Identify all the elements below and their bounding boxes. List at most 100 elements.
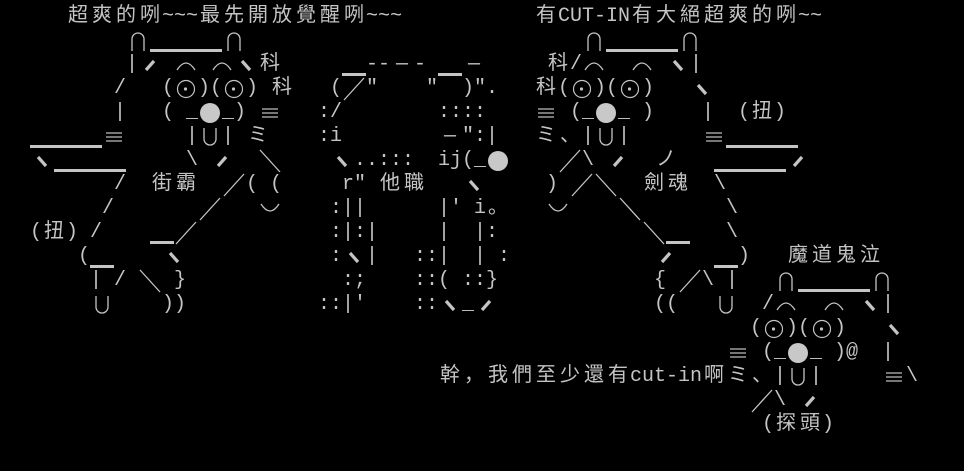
whisker-lines-icon: [102, 125, 126, 149]
underscore-bar: [714, 245, 738, 269]
art-glyph: ): [174, 293, 187, 316]
cup-shape-icon: [198, 125, 222, 149]
underscore-bar: [606, 29, 630, 53]
art-glyph: ): [834, 341, 847, 364]
ear-arch-icon: [774, 269, 798, 293]
art-glyph: :: [342, 269, 355, 292]
art-glyph: 街: [152, 173, 172, 196]
ear-arch-icon: [870, 269, 894, 293]
art-row: ||ミ:i—":|ミ、||: [0, 125, 964, 149]
art-glyph: (: [762, 413, 775, 436]
art-glyph: -: [594, 5, 607, 28]
art-glyph: ": [462, 125, 475, 148]
art-glyph: |: [366, 221, 379, 244]
ear-arch-icon: [222, 29, 246, 53]
art-glyph: 咧: [776, 5, 796, 28]
art-glyph: 扭: [752, 101, 772, 124]
art-glyph: (: [738, 101, 751, 124]
art-glyph: ~: [186, 5, 199, 28]
smile-arc-icon: [546, 197, 570, 221]
art-glyph: 醒: [320, 5, 340, 28]
tick-rising-mark: [474, 293, 498, 317]
art-glyph: r: [342, 173, 355, 196]
art-glyph: :: [426, 269, 439, 292]
nose-circle-icon: [198, 101, 222, 125]
art-glyph: |: [618, 125, 631, 148]
art-glyph: 探: [776, 413, 796, 436]
slash-line: [198, 197, 222, 221]
art-glyph: T: [582, 5, 595, 28]
whisker-lines-icon: [726, 341, 750, 365]
art-glyph: —: [467, 53, 480, 76]
art-glyph: ): [198, 77, 211, 100]
art-glyph: ): [162, 293, 175, 316]
tick-falling-mark: [30, 149, 54, 173]
art-glyph: 頭: [800, 413, 820, 436]
tick-falling-mark: [882, 317, 906, 341]
art-glyph: |: [90, 269, 103, 292]
art-glyph: (: [438, 269, 451, 292]
art-glyph: 。: [488, 197, 508, 220]
art-row: (扭)/:|:|||:\: [0, 221, 964, 245]
underscore-bar: [438, 53, 462, 77]
art-glyph: 我: [488, 365, 508, 388]
art-glyph: 、: [560, 125, 580, 148]
art-glyph: :: [330, 197, 343, 220]
art-row: |/}:;::(::}{\|: [0, 269, 964, 293]
art-glyph: i: [330, 125, 343, 148]
art-glyph: 科: [536, 77, 556, 100]
art-glyph: 爽: [92, 5, 112, 28]
eye-icon: [222, 77, 246, 101]
tick-falling-mark: [858, 293, 882, 317]
cup-shape-icon: [786, 365, 810, 389]
art-glyph: |: [774, 365, 787, 388]
art-glyph: i: [438, 149, 451, 172]
art-glyph: N: [618, 5, 631, 28]
art-glyph: |: [342, 197, 355, 220]
art-glyph: 最: [200, 5, 220, 28]
ear-arch-icon: [582, 29, 606, 53]
art-glyph: 道: [812, 245, 832, 268]
art-glyph: (: [750, 317, 763, 340]
art-glyph: —: [395, 53, 408, 76]
art-glyph: 啊: [704, 365, 724, 388]
art-glyph: |: [114, 101, 127, 124]
tick-rising-mark: [606, 149, 630, 173]
art-glyph: /: [102, 197, 115, 220]
eyebrow-arc-icon: [630, 53, 654, 77]
art-glyph: \: [582, 149, 595, 172]
underscore-bar: [846, 269, 870, 293]
art-glyph: ~: [378, 5, 391, 28]
art-glyph: |: [354, 197, 367, 220]
art-glyph: /: [114, 173, 127, 196]
backslash-line: [642, 221, 666, 245]
art-glyph: 霸: [176, 173, 196, 196]
underscore-bar: [102, 149, 126, 173]
cup-shape-icon: [90, 293, 114, 317]
cup-shape-icon: [594, 125, 618, 149]
art-glyph: 放: [272, 5, 292, 28]
art-glyph: /: [114, 77, 127, 100]
tick-rising-mark: [654, 245, 678, 269]
art-glyph: (: [270, 173, 283, 196]
art-glyph: |: [438, 245, 451, 268]
art-glyph: ': [354, 293, 367, 316]
art-glyph: :: [426, 245, 439, 268]
art-glyph: 爽: [728, 5, 748, 28]
art-glyph: 泣: [860, 245, 880, 268]
art-glyph: ノ: [656, 149, 676, 172]
art-glyph: _: [474, 149, 487, 172]
eye-icon: [570, 77, 594, 101]
slash-line: [558, 149, 582, 173]
tick-falling-mark: [462, 173, 486, 197]
art-glyph: \: [906, 365, 919, 388]
underscore-bar: [174, 29, 198, 53]
art-glyph: _: [618, 101, 631, 124]
art-glyph: (: [246, 173, 259, 196]
art-glyph: _: [186, 101, 199, 124]
art-glyph: /: [762, 293, 775, 316]
art-row: [0, 29, 964, 53]
art-glyph: ~: [162, 5, 175, 28]
art-glyph: 超: [704, 5, 724, 28]
slash-line: [678, 269, 702, 293]
